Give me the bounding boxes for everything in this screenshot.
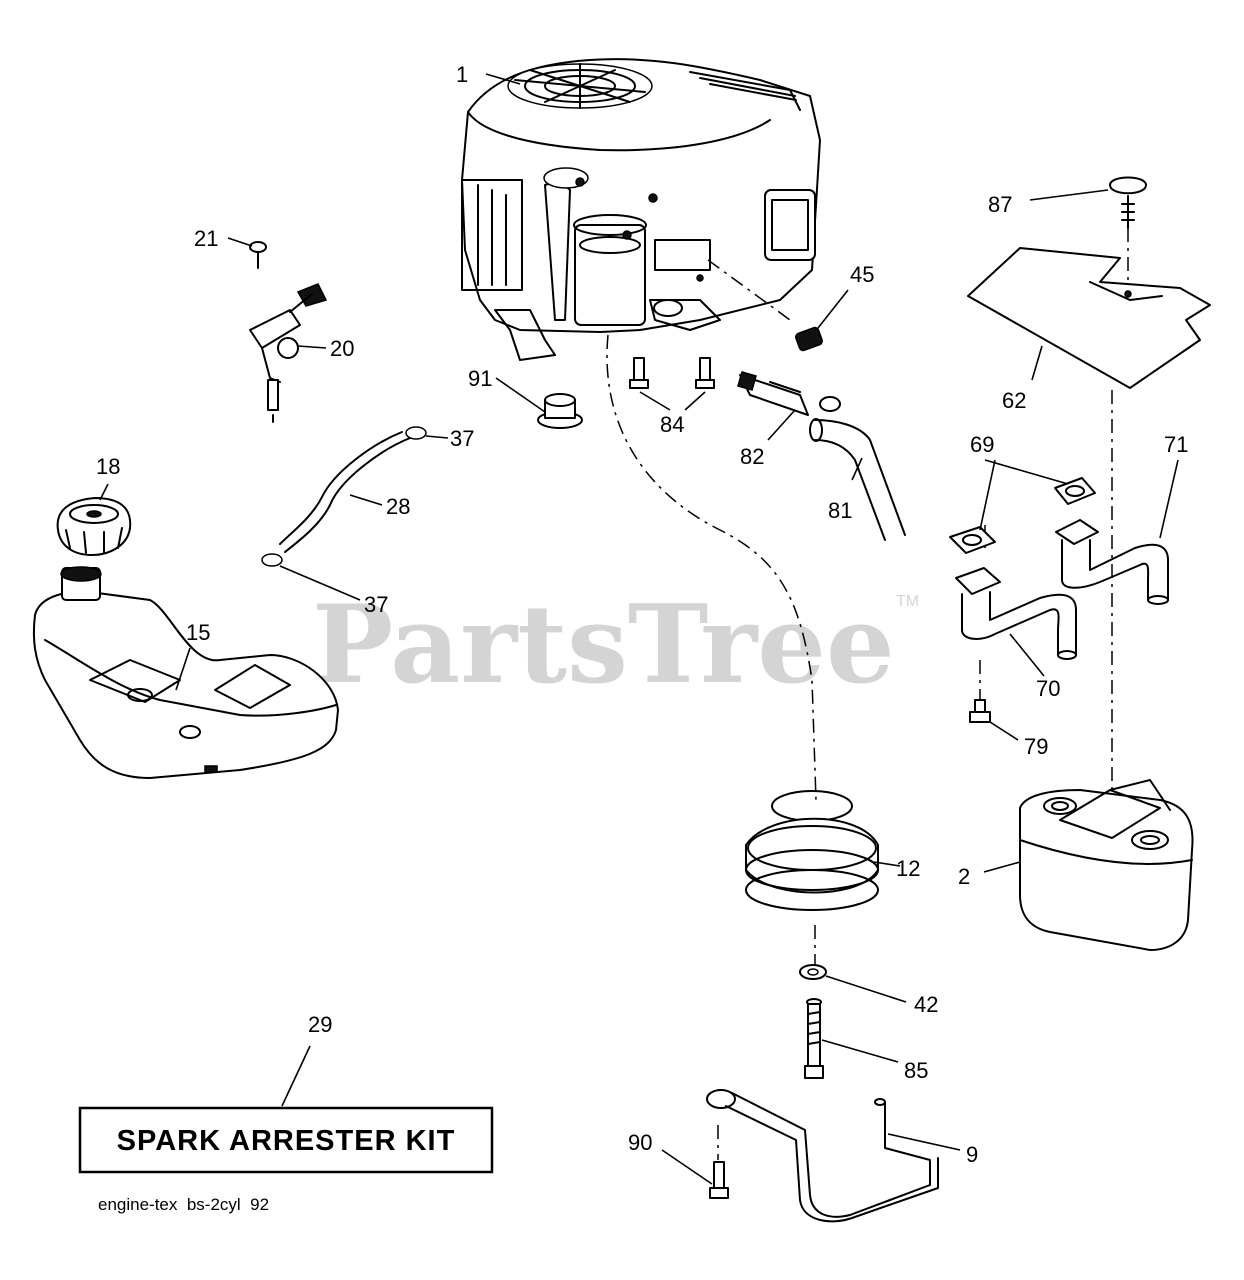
bushing-part-91 [537,393,583,429]
callout-12: 12 [896,856,920,881]
engine-part-1 [461,58,821,361]
callout-29: 29 [308,1012,332,1037]
callout-90: 90 [628,1130,652,1155]
exhaust-pipe-part-70 [955,567,1077,660]
rod-part-9 [706,1089,939,1223]
clamp-part-37-bottom [261,553,283,567]
fuel-line-part-28 [279,431,411,553]
callout-84: 84 [660,412,684,437]
callout-79: 79 [1024,734,1048,759]
callout-9: 9 [966,1142,978,1167]
diagram-reference-code: engine-tex bs-2cyl 92 [98,1195,269,1214]
exhaust-pipe-part-71 [1055,519,1169,605]
screw-part-79 [969,699,991,723]
callout-18: 18 [96,454,120,479]
gasket-part-69-b [949,526,996,554]
callout-15: 15 [186,620,210,645]
watermark-tm: TM [896,593,919,610]
callout-1: 1 [456,62,468,87]
bolt-part-85 [804,998,824,1079]
fuel-cap-part-18 [56,497,132,556]
pulley-part-12 [745,790,879,911]
callout-82: 82 [740,444,764,469]
throttle-control-part-20 [249,283,328,423]
bolts-part-84 [629,357,715,389]
spark-arrester-kit-label: SPARK ARRESTER KIT [117,1125,456,1157]
gasket-part-69-a [1054,477,1096,505]
callout-69: 69 [970,432,994,457]
callout-21: 21 [194,226,218,251]
callout-71: 71 [1164,432,1188,457]
plug-part-45 [795,326,823,352]
callout-42: 42 [914,992,938,1017]
muffler-part-2 [1019,779,1194,951]
callout-87: 87 [988,192,1012,217]
callout-37-top: 37 [450,426,474,451]
watermark-text: PartsTree [312,582,895,708]
callout-70: 70 [1036,676,1060,701]
callout-37-bottom: 37 [364,592,388,617]
screw-part-21 [249,241,267,269]
callout-91: 91 [468,366,492,391]
drain-valve-part-82 [737,371,841,416]
clamp-part-37-top [405,426,427,440]
drain-hose-part-81 [809,418,906,541]
washer-part-42 [799,964,827,980]
heat-shield-part-62 [967,247,1211,389]
callout-28: 28 [386,494,410,519]
callout-62: 62 [1002,388,1026,413]
callout-2: 2 [958,864,970,889]
callout-45: 45 [850,262,874,287]
fuel-tank-part-15 [32,566,339,779]
callout-20: 20 [330,336,354,361]
callout-85: 85 [904,1058,928,1083]
callout-81: 81 [828,498,852,523]
bolt-part-90 [709,1161,729,1199]
knob-part-87 [1109,176,1147,229]
spark-arrester-kit-box [78,1106,494,1174]
